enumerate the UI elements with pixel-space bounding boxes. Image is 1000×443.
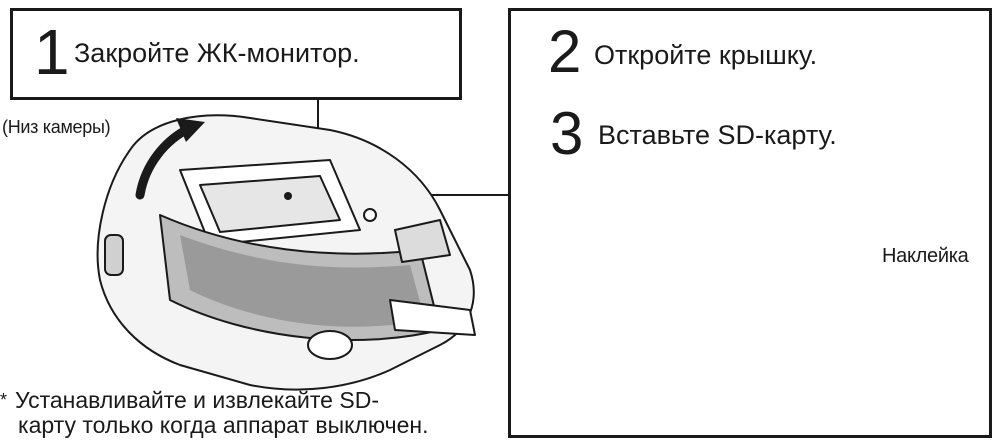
sticker-label: Наклейка <box>882 245 969 267</box>
note-asterisk: * <box>0 390 8 410</box>
step3-number: 3 <box>550 100 584 167</box>
steps23-box <box>508 8 992 438</box>
step3-text: Вставьте SD-карту. <box>598 120 837 150</box>
step1-number: 1 <box>34 16 70 88</box>
step2-number: 2 <box>548 18 582 85</box>
note-line-1-text: Устанавливайте и извлекайте SD- <box>15 387 379 413</box>
camcorder-left-drawing <box>96 114 476 391</box>
step1-text: Закройте ЖК-монитор. <box>74 38 360 68</box>
pointer-dot <box>284 192 292 200</box>
safety-note: * Устанавливайте и извлекайте SD- карту т… <box>0 388 428 438</box>
note-line-2: карту только когда аппарат выключен. <box>18 412 429 438</box>
rotate-arrowhead-icon <box>176 118 205 142</box>
camera-bottom-label: (Низ камеры) <box>2 117 111 137</box>
step1-box <box>10 8 462 100</box>
step2-text: Откройте крышку. <box>594 40 818 70</box>
note-line-1: * Устанавливайте и извлекайте SD- <box>0 388 428 413</box>
